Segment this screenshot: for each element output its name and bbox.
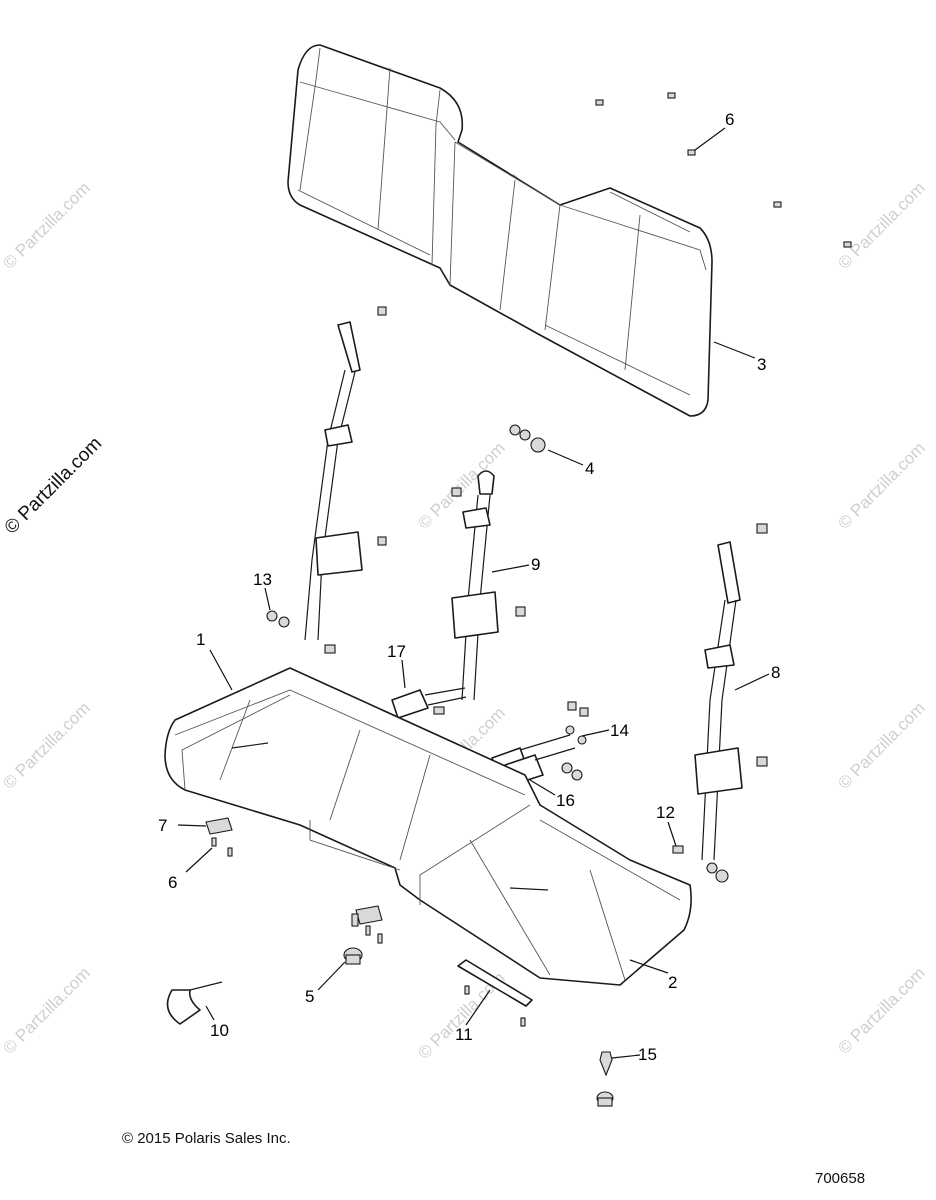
screw [687, 149, 696, 156]
screw [464, 985, 470, 995]
watermark: © Partzilla.com [834, 178, 928, 272]
drawing-number: 700658 [815, 1170, 866, 1187]
screw-group [595, 92, 852, 248]
bracket-7 [205, 817, 233, 857]
callout-6-bottom: 6 [168, 873, 177, 892]
callout-3: 3 [757, 355, 766, 374]
watermark: © Partzilla.com [0, 698, 94, 792]
bumper-5 [343, 947, 363, 965]
screw [520, 1017, 526, 1027]
screw [595, 99, 604, 106]
bolt [377, 536, 387, 546]
watermark-prominent: © Partzilla.com [1, 433, 106, 538]
callout-8: 8 [771, 663, 780, 682]
washer [577, 735, 587, 745]
nut [571, 769, 583, 781]
latch-group [351, 905, 383, 944]
screw [843, 241, 852, 248]
callout-17: 17 [387, 642, 406, 661]
watermark: © Partzilla.com [834, 438, 928, 532]
washer [565, 725, 575, 735]
callout-15: 15 [638, 1045, 657, 1064]
center-seat-belt [451, 424, 546, 701]
watermark: © Partzilla.com [0, 178, 94, 272]
washer [509, 424, 521, 436]
bolt [377, 306, 387, 316]
watermark: © Partzilla.com [0, 963, 94, 1057]
callout-16: 16 [556, 791, 575, 810]
bolt [579, 707, 589, 717]
strap-10 [166, 981, 223, 1025]
callout-7: 7 [158, 816, 167, 835]
callout-1: 1 [196, 630, 205, 649]
latch-pin [351, 913, 359, 927]
screw [365, 925, 371, 936]
seat-bottom [164, 667, 692, 986]
nut [561, 762, 573, 774]
bolt [451, 487, 462, 497]
seat-back [287, 44, 713, 417]
left-seat-belt [266, 306, 387, 654]
nut [756, 523, 768, 534]
rail-11 [457, 959, 533, 1027]
bolt [672, 845, 684, 854]
watermark: © Partzilla.com [414, 438, 508, 532]
callout-6-top: 6 [725, 110, 734, 129]
washer [278, 616, 290, 628]
callout-12: 12 [656, 803, 675, 822]
right-seat-belt [672, 523, 768, 883]
nut [756, 756, 768, 767]
washer [706, 862, 718, 874]
watermark: © Partzilla.com [834, 698, 928, 792]
screw [667, 92, 676, 99]
bolt [324, 644, 336, 654]
callout-9: 9 [531, 555, 540, 574]
screw [211, 837, 217, 847]
bolt [567, 701, 577, 711]
callout-10: 10 [210, 1021, 229, 1040]
nut [715, 869, 729, 883]
callout-4: 4 [585, 459, 594, 478]
callout-5: 5 [305, 987, 314, 1006]
callout-labels: 1 2 3 4 5 6 7 8 9 10 11 12 13 14 15 16 1… [158, 110, 780, 1064]
callout-2: 2 [668, 973, 677, 992]
center-buckle [391, 687, 467, 719]
leader-lines [177, 127, 770, 1059]
pin-15 [596, 1051, 614, 1107]
callout-13: 13 [253, 570, 272, 589]
screw [227, 847, 233, 857]
bolt [433, 706, 445, 715]
washer [519, 429, 531, 441]
bolt [515, 606, 526, 617]
screw [773, 201, 782, 208]
callout-14: 14 [610, 721, 629, 740]
nut [530, 437, 546, 453]
screw [377, 933, 383, 944]
watermark: © Partzilla.com [834, 963, 928, 1057]
callout-11: 11 [455, 1025, 473, 1044]
nut [266, 610, 278, 622]
copyright-text: © 2015 Polaris Sales Inc. [122, 1130, 291, 1147]
